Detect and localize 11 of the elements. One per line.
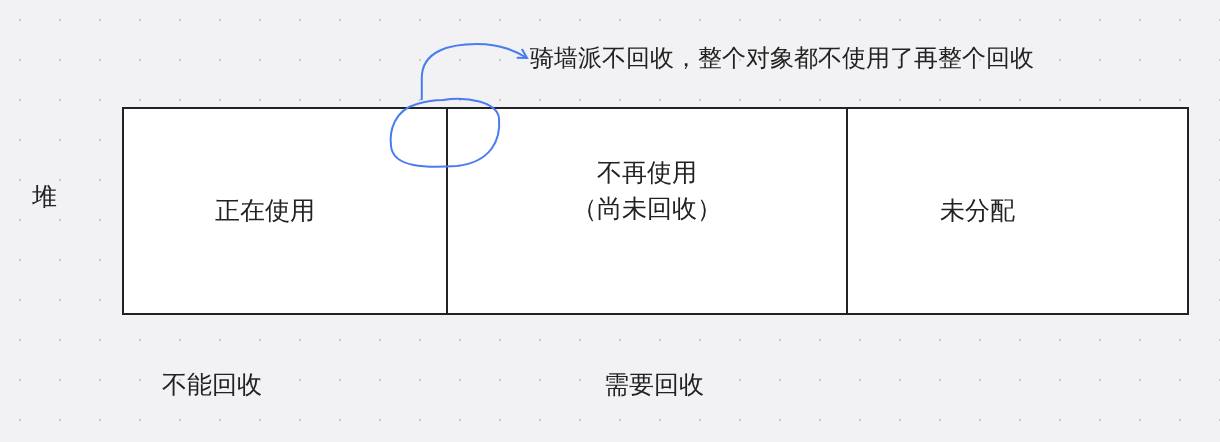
region-text: 未分配 <box>940 195 1015 227</box>
region-label: 不能回收 <box>162 369 262 401</box>
note-text: 骑墙派不回收，整个对象都不使用了再整个回收 <box>530 42 1034 74</box>
memory-region-box <box>122 107 448 315</box>
region-text: 正在使用 <box>215 195 315 227</box>
region-label: 需要回收 <box>604 369 704 401</box>
region-text: 不再使用（尚未回收） <box>571 157 723 225</box>
row-label: 堆 <box>32 181 57 213</box>
memory-region-box <box>446 107 848 315</box>
memory-region-box <box>846 107 1189 315</box>
arrow <box>420 43 528 101</box>
